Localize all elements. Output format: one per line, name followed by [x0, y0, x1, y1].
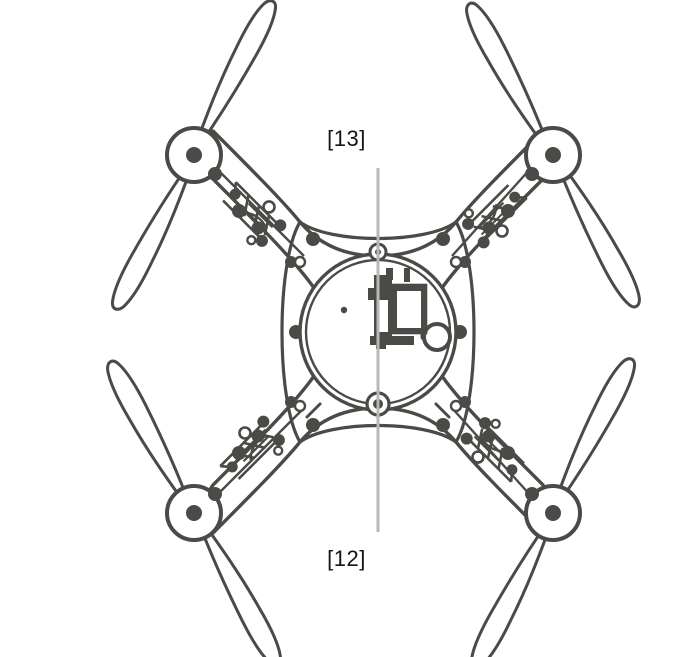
- arm-rails: [215, 167, 532, 497]
- dome-marker-dot: [340, 306, 348, 314]
- motor-hub-top-right: [524, 126, 582, 184]
- reference-label-12: [12]: [327, 546, 366, 571]
- camera-lens-ring: [422, 322, 452, 352]
- frame-slot-marks: [305, 402, 451, 419]
- motor-hubs-group: [165, 126, 582, 542]
- motor-hub-bottom-right: [524, 484, 582, 542]
- frame-hollow-holes: [293, 255, 463, 413]
- motor-hub-bottom-left: [165, 484, 223, 542]
- motor-hub-top-left: [165, 126, 223, 184]
- reference-label-13: [13]: [327, 126, 366, 151]
